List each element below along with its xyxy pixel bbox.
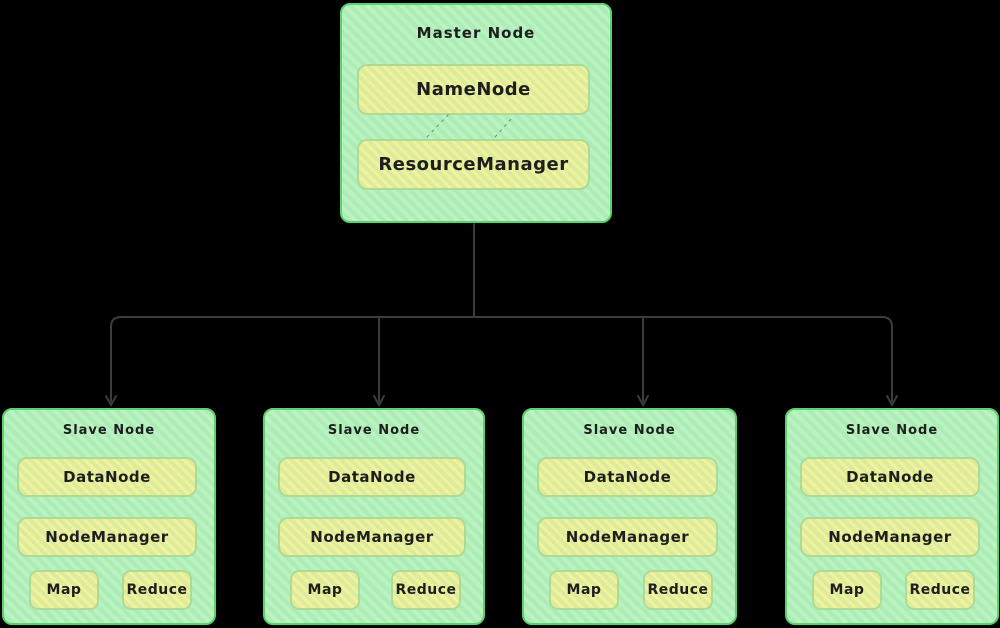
nodemanager-box: NodeManager <box>278 517 466 557</box>
datanode-box: DataNode <box>537 457 718 497</box>
reduce-label: Reduce <box>909 582 971 598</box>
map-label: Map <box>307 582 343 598</box>
reduce-label: Reduce <box>647 582 709 598</box>
arrowhead-icon <box>637 395 649 408</box>
datanode-box: DataNode <box>17 457 197 497</box>
map-box: Map <box>549 570 619 610</box>
map-label: Map <box>829 582 865 598</box>
map-box: Map <box>29 570 99 610</box>
namenode-box: NameNode <box>357 64 590 115</box>
slave-node-card-2: Slave Node DataNode NodeManager Map Redu… <box>263 408 485 625</box>
reduce-box: Reduce <box>643 570 713 610</box>
slave-node-title: Slave Node <box>327 423 421 438</box>
nodemanager-label: NodeManager <box>310 528 434 546</box>
arrowhead-icon <box>105 395 117 408</box>
map-label: Map <box>566 582 602 598</box>
reduce-label: Reduce <box>126 582 188 598</box>
slave-node-card-4: Slave Node DataNode NodeManager Map Redu… <box>785 408 999 625</box>
resourcemanager-box: ResourceManager <box>357 139 590 190</box>
nodemanager-box: NodeManager <box>17 517 197 557</box>
arrowhead-icon <box>373 395 385 408</box>
datanode-label: DataNode <box>328 468 416 486</box>
slave-node-card-1: Slave Node DataNode NodeManager Map Redu… <box>2 408 216 625</box>
reduce-box: Reduce <box>122 570 192 610</box>
slave-node-title: Slave Node <box>845 423 939 438</box>
slave-node-title: Slave Node <box>583 423 676 438</box>
datanode-label: DataNode <box>63 468 151 486</box>
master-node-title: Master Node <box>416 24 536 42</box>
reduce-box: Reduce <box>391 570 461 610</box>
map-box: Map <box>290 570 360 610</box>
nodemanager-label: NodeManager <box>828 528 952 546</box>
connector-bus-line <box>110 316 893 402</box>
map-box: Map <box>812 570 882 610</box>
map-label: Map <box>46 582 82 598</box>
reduce-label: Reduce <box>395 582 457 598</box>
master-node-card: Master Node NameNode ResourceManager <box>340 3 612 223</box>
datanode-label: DataNode <box>846 468 934 486</box>
datanode-label: DataNode <box>583 468 672 486</box>
nodemanager-box: NodeManager <box>800 517 980 557</box>
resourcemanager-label: ResourceManager <box>378 154 569 175</box>
arrowhead-icon <box>886 395 898 408</box>
namenode-label: NameNode <box>416 79 531 100</box>
datanode-box: DataNode <box>278 457 466 497</box>
slave-node-card-3: Slave Node DataNode NodeManager Map Redu… <box>522 408 737 625</box>
nodemanager-box: NodeManager <box>537 517 718 557</box>
datanode-box: DataNode <box>800 457 980 497</box>
reduce-box: Reduce <box>905 570 975 610</box>
nodemanager-label: NodeManager <box>565 528 690 546</box>
nodemanager-label: NodeManager <box>45 528 169 546</box>
slave-node-title: Slave Node <box>62 423 156 438</box>
